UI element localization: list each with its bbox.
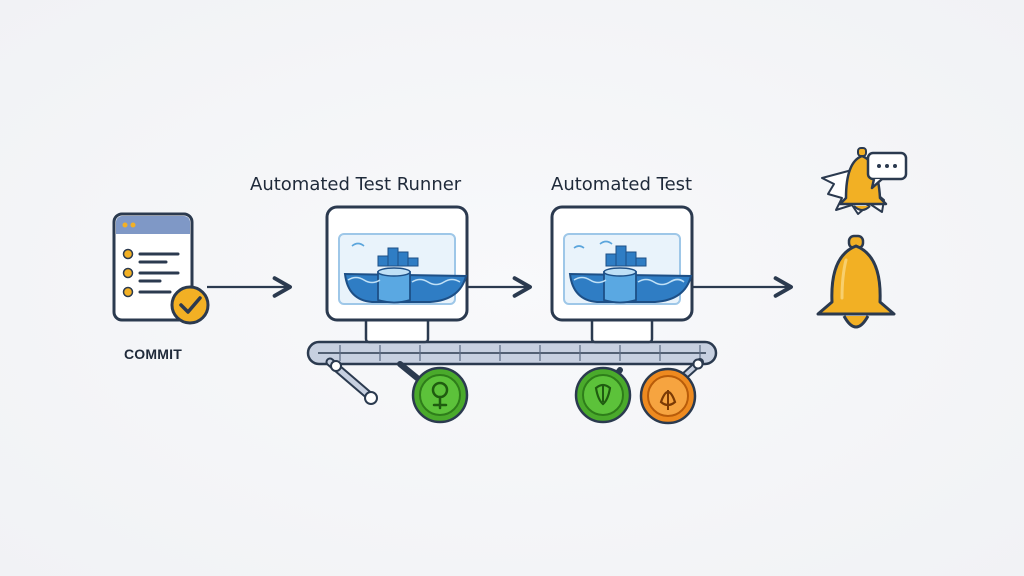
green-gear-icon	[411, 366, 469, 424]
test-label: Automated Test	[551, 174, 693, 195]
checkmark-badge-icon	[170, 285, 210, 325]
bell-icon	[816, 234, 896, 329]
container-ship-icon	[343, 242, 468, 304]
test-runner-monitor	[325, 205, 469, 344]
runner-label: Automated Test Runner	[250, 174, 462, 195]
commit-document-icon	[112, 212, 194, 322]
green-gear-icon-2	[574, 366, 632, 424]
orange-gear-icon	[639, 367, 697, 425]
bell-with-chat-bubble-icon	[821, 147, 908, 215]
commit-label: COMMIT	[124, 346, 182, 362]
container-ship-icon	[568, 240, 693, 304]
automated-test-monitor	[550, 205, 694, 344]
